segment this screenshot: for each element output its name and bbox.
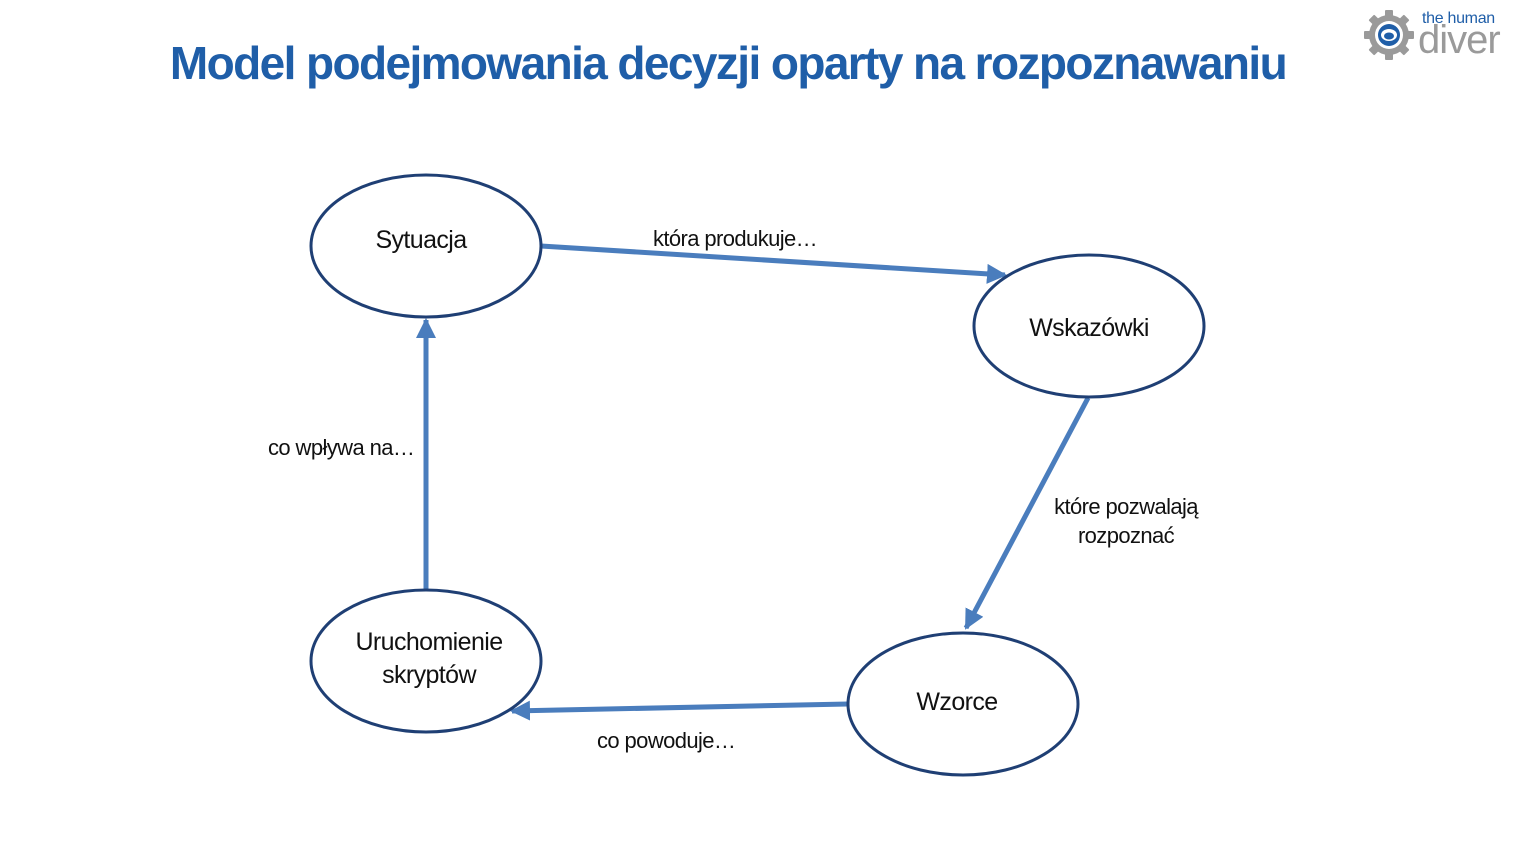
arrow-wskazowki-to-wzorce [963,396,1091,630]
logo-big-text: diver [1418,18,1501,62]
logo-small-text: the human [1422,10,1495,27]
node-label-skrypty-line2: skryptów [382,661,476,689]
page-title: Model podejmowania decyzji oparty na roz… [169,37,1288,89]
node-label-skrypty: Uruchomienie skryptów [329,626,529,692]
edge-label-wzorce-skrypty: co powoduje… [597,728,736,753]
edge-label-skrypty-sytuacja: co wpływa na… [268,435,415,460]
node-label-wskazowki: Wskazówki [1029,314,1149,342]
node-skrypty [309,588,543,734]
node-label-sytuacja: Sytuacja [375,226,467,254]
node-label-skrypty-line1: Uruchomienie [355,628,503,656]
edge-label-wskazowki-wzorce-line2: rozpoznać [1077,523,1175,548]
node-sytuacja [309,173,543,319]
arrow-sytuacja-to-wskazowki [540,243,1007,284]
edge-label-sytuacja-wskazowki: która produkuje… [653,226,818,251]
arrow-wzorce-to-skrypty [510,700,849,721]
node-label-wzorce: Wzorce [916,688,998,716]
edge-label-wskazowki-wzorce-line1: które pozwalają [1054,494,1198,519]
node-wskazowki [972,253,1206,399]
edge-label-wskazowki-wzorce: które pozwalają rozpoznać [1026,492,1226,550]
node-wzorce [846,631,1080,777]
gear-diver-mask-icon [1364,10,1414,60]
brand-logo: the human diver [1362,8,1512,64]
